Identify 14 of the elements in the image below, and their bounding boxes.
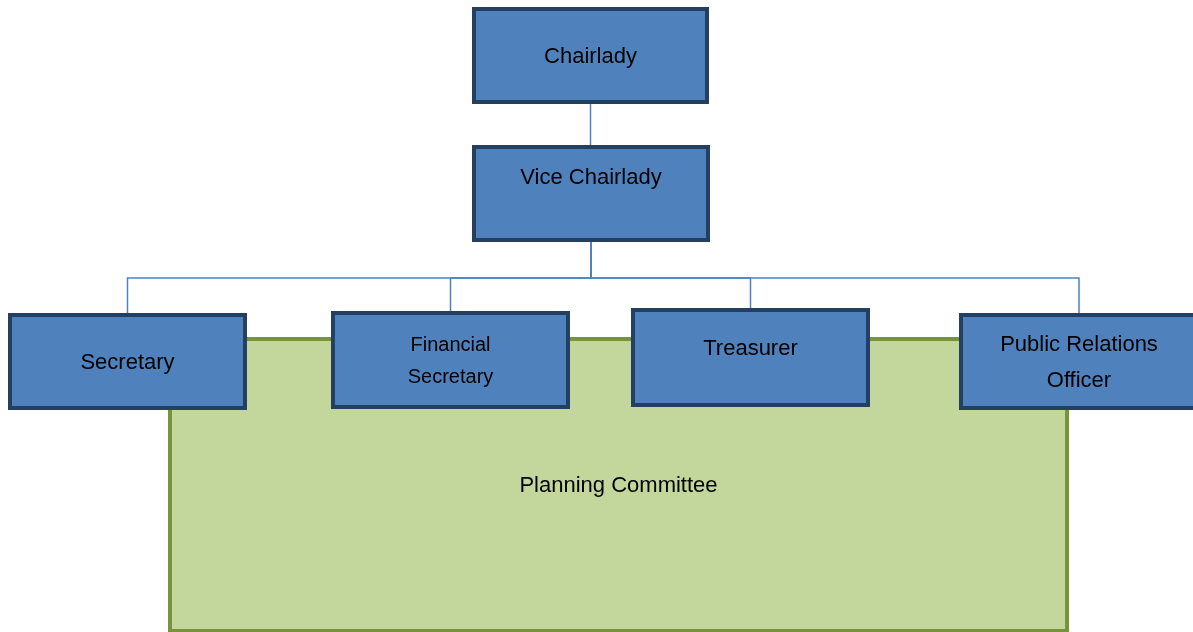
role-title: Secretary [80,347,175,376]
role-title: Chairlady [544,41,637,70]
connector-line [589,103,592,146]
role-title: Treasurer [703,334,798,362]
role-box [8,313,247,410]
role-box [631,308,870,407]
role-title: Vice Chairlady [520,163,662,191]
committee-name: Planning Committee [519,471,718,500]
role-title: Public Relations Officer [999,330,1159,394]
role-box [331,311,570,409]
role-box [959,313,1193,410]
role-box [472,145,710,242]
role-box [472,7,709,104]
role-title: Financial Secretary [406,332,495,389]
